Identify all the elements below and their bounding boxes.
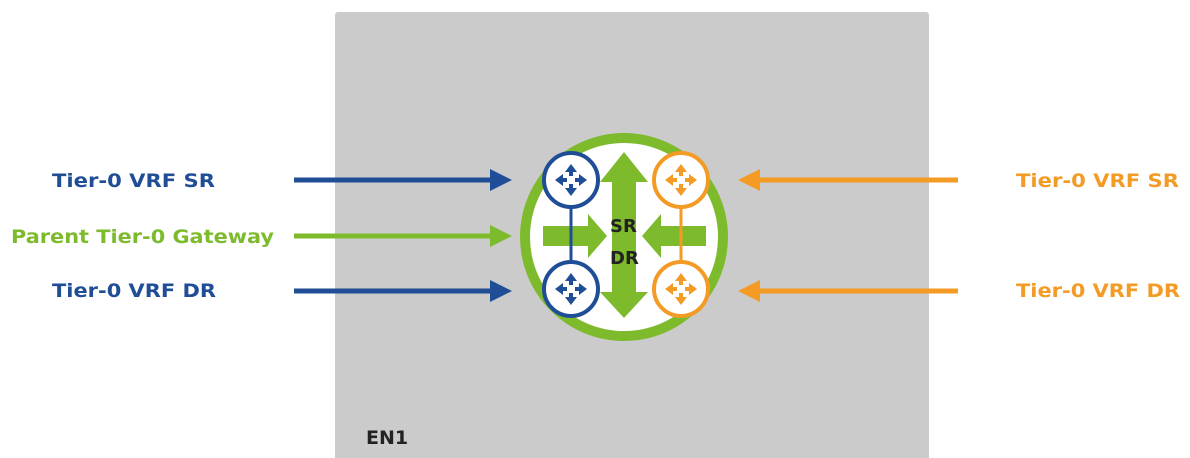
left-inbound-arrow-icon [543, 214, 607, 258]
sr-label: SR [610, 216, 637, 237]
left-vrf-dr-arrow [294, 280, 512, 302]
edge-node-label: EN1 [366, 427, 408, 449]
right-vrf-sr-label: Tier-0 VRF SR [1016, 170, 1179, 192]
vertical-double-arrow-icon [600, 152, 648, 318]
dr-label: DR [610, 248, 639, 269]
right-inbound-arrow-icon [642, 214, 706, 258]
left-vrf-sr-arrow [294, 169, 512, 191]
left-vrf-dr-label: Tier-0 VRF DR [52, 280, 216, 302]
blue-dr-router-icon [542, 260, 600, 318]
orange-dr-router-icon [652, 260, 710, 318]
right-vrf-dr-label: Tier-0 VRF DR [1016, 280, 1180, 302]
left-vrf-sr-label: Tier-0 VRF SR [52, 170, 215, 192]
left-parent-arrow [294, 225, 512, 247]
blue-sr-router-icon [542, 151, 600, 209]
right-vrf-sr-arrow [738, 169, 958, 191]
left-parent-label: Parent Tier-0 Gateway [11, 226, 275, 248]
orange-sr-router-icon [652, 151, 710, 209]
right-vrf-dr-arrow [738, 280, 958, 302]
